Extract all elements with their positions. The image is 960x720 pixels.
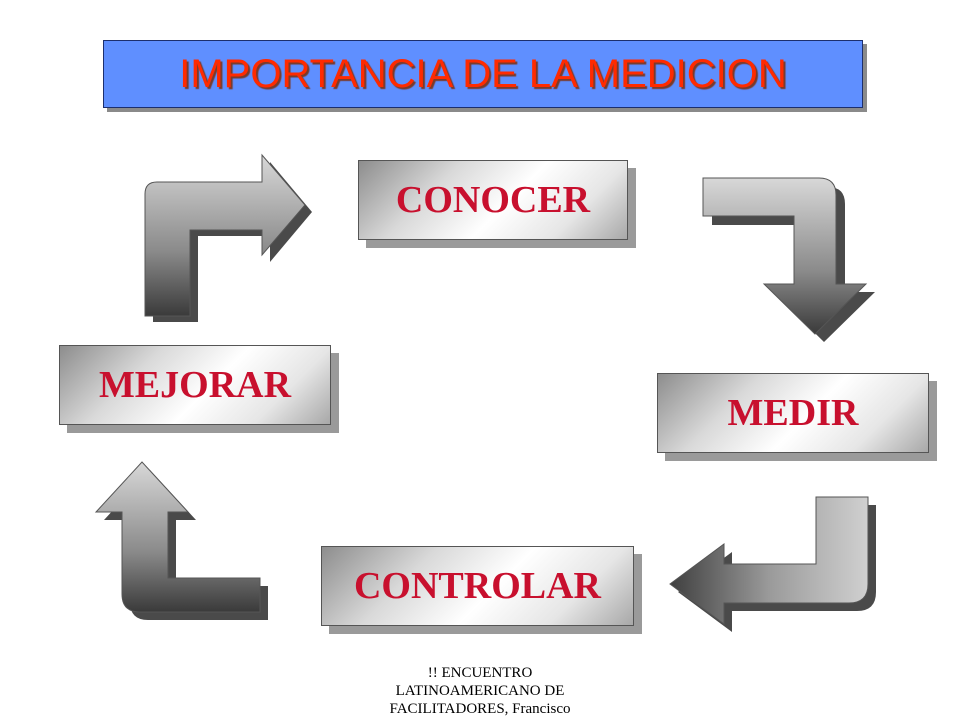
step-mejorar-label: MEJORAR <box>98 364 292 406</box>
arrow-left-up-icon <box>94 461 268 620</box>
page-title: IMPORTANCIA DE LA MEDICION <box>179 51 787 96</box>
step-controlar: CONTROLAR <box>321 546 634 626</box>
footer-line-3: FACILITADORES, Francisco <box>389 701 571 717</box>
footer-line-1: !! ENCUENTRO <box>427 665 533 681</box>
arrow-down-left-icon <box>669 496 876 632</box>
step-controlar-label: CONTROLAR <box>353 565 602 607</box>
title-banner: IMPORTANCIA DE LA MEDICION <box>103 40 863 108</box>
step-medir-label: MEDIR <box>727 392 859 434</box>
step-mejorar: MEJORAR <box>59 345 331 425</box>
arrow-up-right-icon <box>144 153 312 322</box>
arrow-right-down-icon <box>702 177 875 342</box>
footer-text: !! ENCUENTRO LATINOAMERICANO DE FACILITA… <box>330 664 630 718</box>
step-conocer: CONOCER <box>358 160 628 240</box>
step-medir: MEDIR <box>657 373 929 453</box>
step-conocer-label: CONOCER <box>395 179 591 221</box>
footer-line-2: LATINOAMERICANO DE <box>395 683 565 699</box>
